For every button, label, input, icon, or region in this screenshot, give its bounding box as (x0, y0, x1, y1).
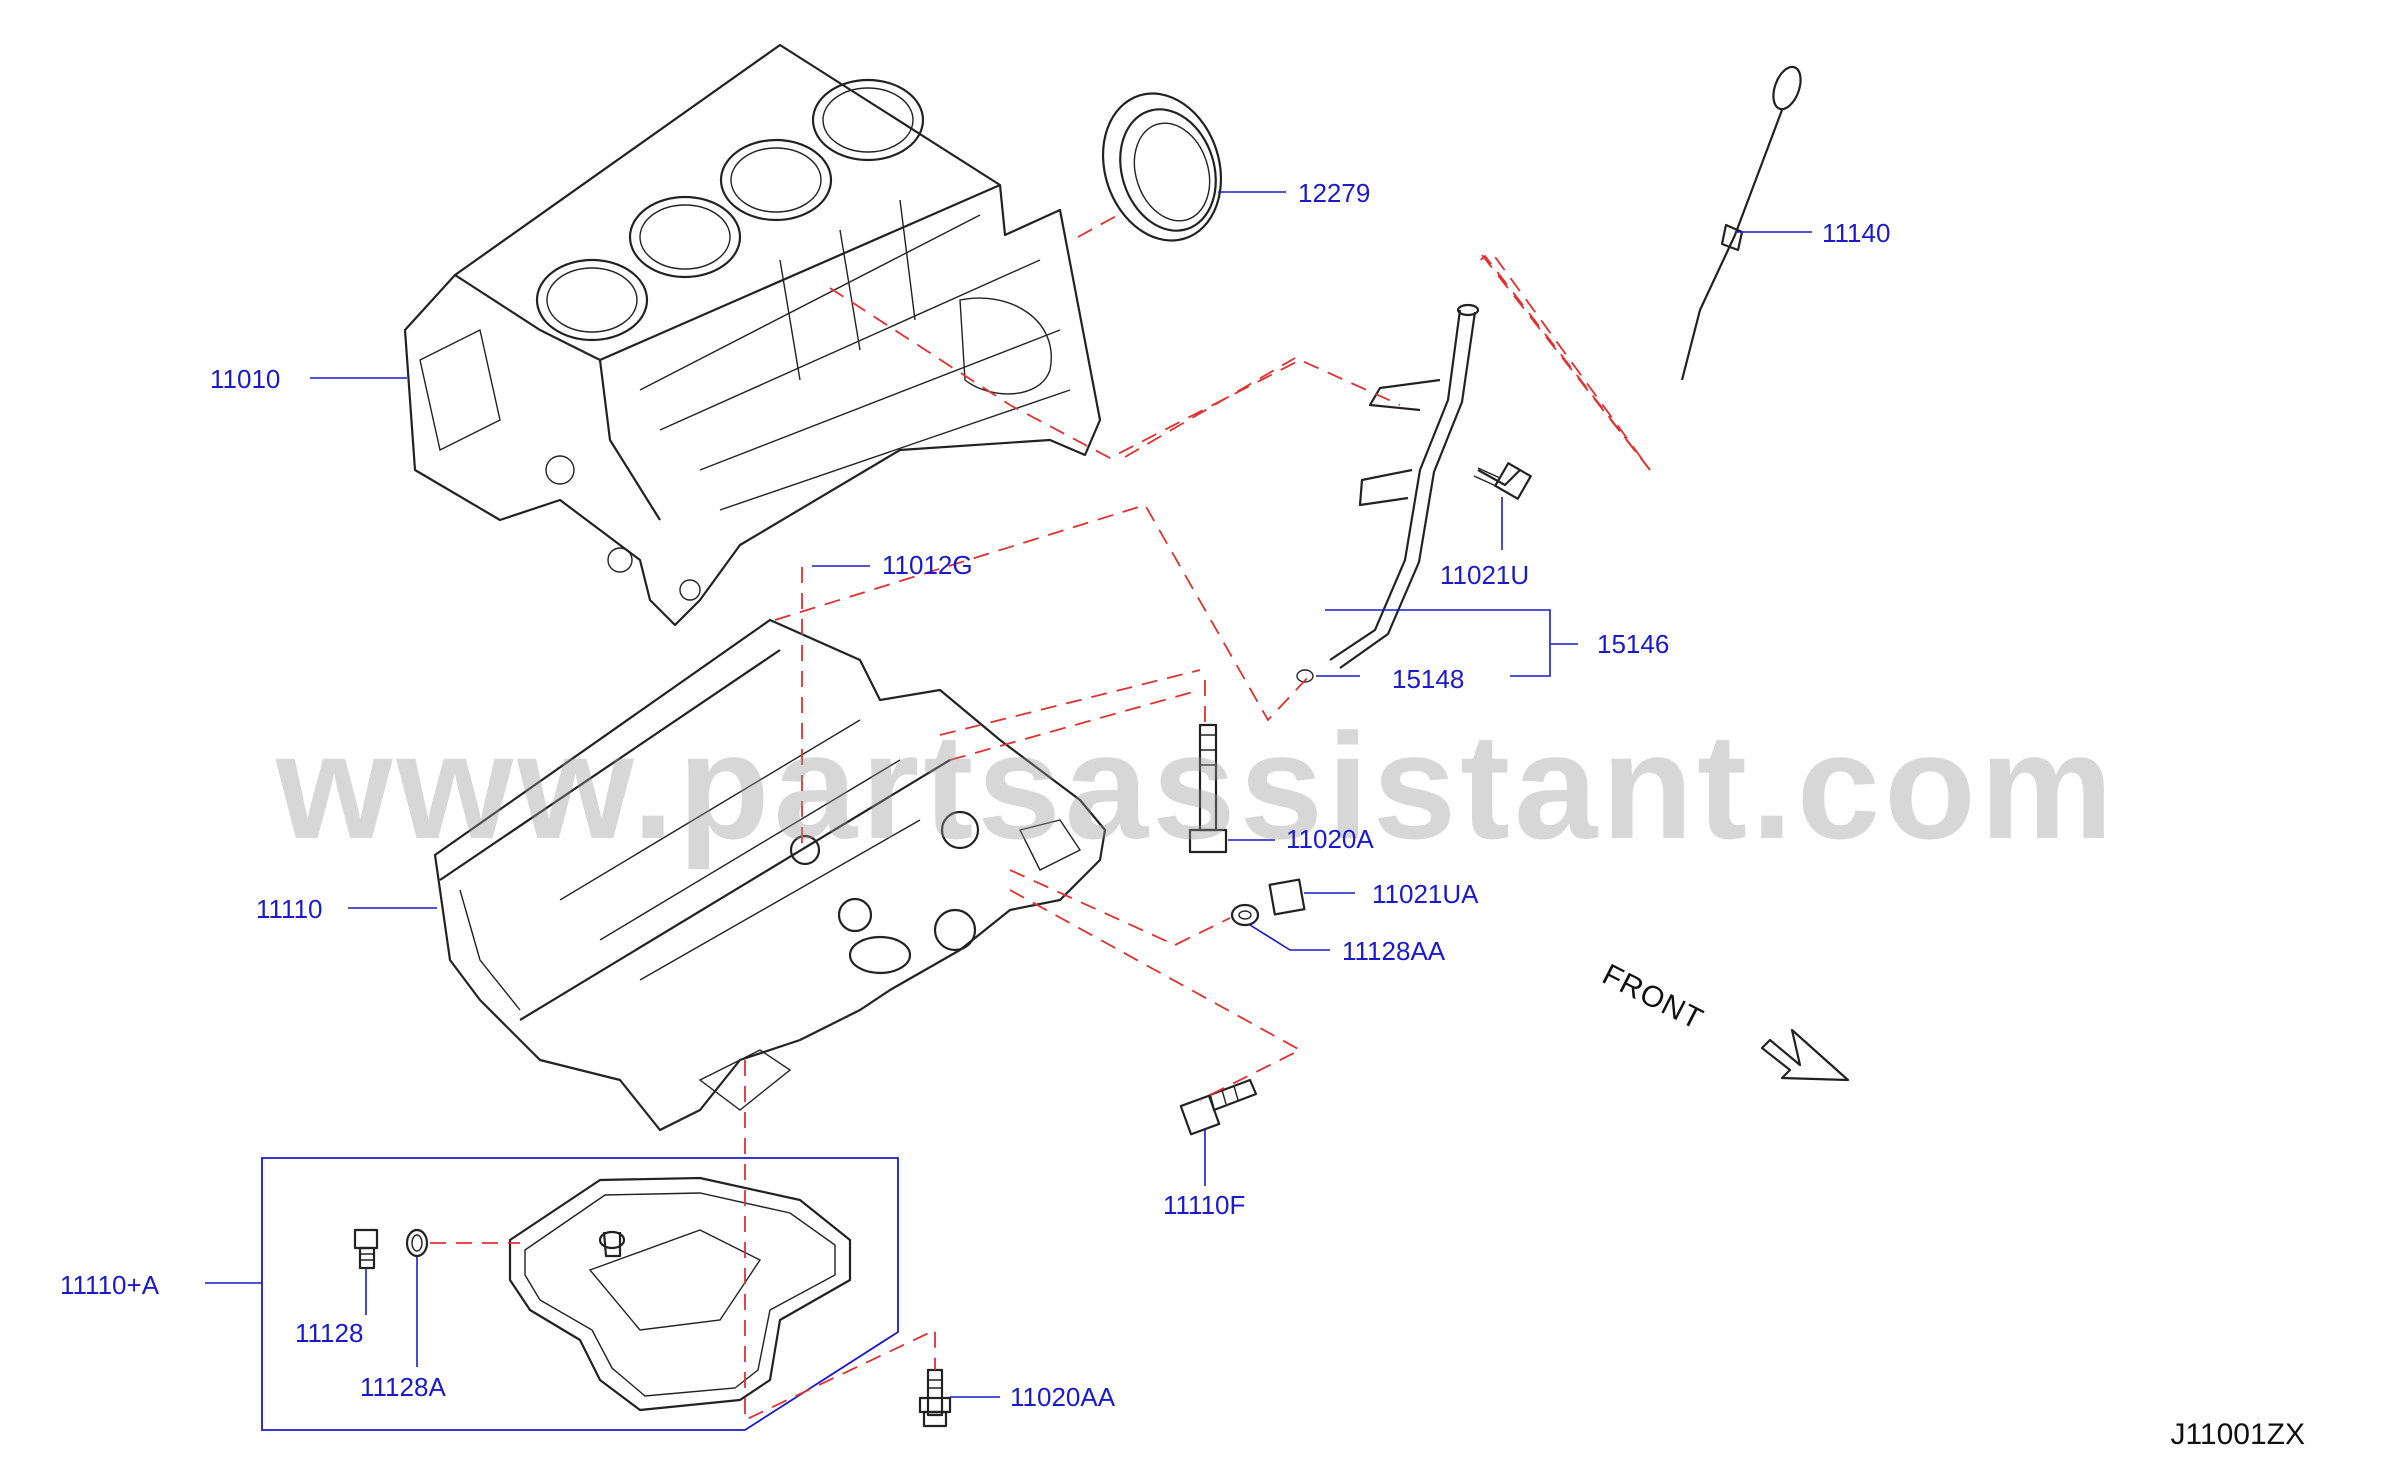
label-11110[interactable]: 11110 (256, 894, 323, 924)
label-11010[interactable]: 11010 (210, 364, 281, 394)
oil-seal-drawing (1101, 92, 1223, 242)
label-15148[interactable]: 15148 (1392, 664, 1465, 694)
bolt-11021u-drawing (1473, 462, 1532, 500)
front-arrow-icon (1760, 1028, 1850, 1082)
label-11012g[interactable]: 11012G (882, 550, 973, 580)
label-11128aa[interactable]: 11128AA (1342, 936, 1446, 966)
label-11110f[interactable]: 11110F (1163, 1190, 1246, 1220)
dipstick-drawing (1680, 65, 1802, 381)
cylinder-block-drawing (403, 43, 1102, 627)
dipstick-guide-drawing (1296, 303, 1480, 683)
diagram-code: J11001ZX (2170, 1418, 2305, 1451)
label-11021ua[interactable]: 11021UA (1372, 879, 1479, 909)
drain-plug-drawing (353, 1228, 429, 1270)
assembly-dashed-lines (430, 214, 1651, 1422)
bolt-11020aa-drawing (918, 1368, 952, 1428)
label-11020aa[interactable]: 11020AA (1010, 1382, 1116, 1412)
bolt-11020a-drawing (1188, 723, 1228, 854)
callout-leader-lines (205, 191, 1812, 1398)
label-12279[interactable]: 12279 (1298, 178, 1371, 208)
label-11021u[interactable]: 11021U (1440, 560, 1530, 590)
label-15146[interactable]: 15146 (1597, 629, 1670, 659)
oil-pan-group-box (261, 1157, 899, 1431)
oil-pan-drawing (508, 1176, 852, 1412)
label-11128[interactable]: 11128 (295, 1318, 364, 1348)
label-11020a[interactable]: 11020A (1286, 824, 1374, 854)
label-11140[interactable]: 11140 (1822, 218, 1891, 248)
lower-crankcase-drawing (433, 618, 1107, 1132)
label-11128a[interactable]: 11128A (360, 1372, 446, 1402)
bolt-11110f-drawing (1179, 1078, 1258, 1136)
plug-11021ua-drawing (1230, 878, 1306, 927)
label-11110-plus-a[interactable]: 11110+A (60, 1270, 160, 1300)
